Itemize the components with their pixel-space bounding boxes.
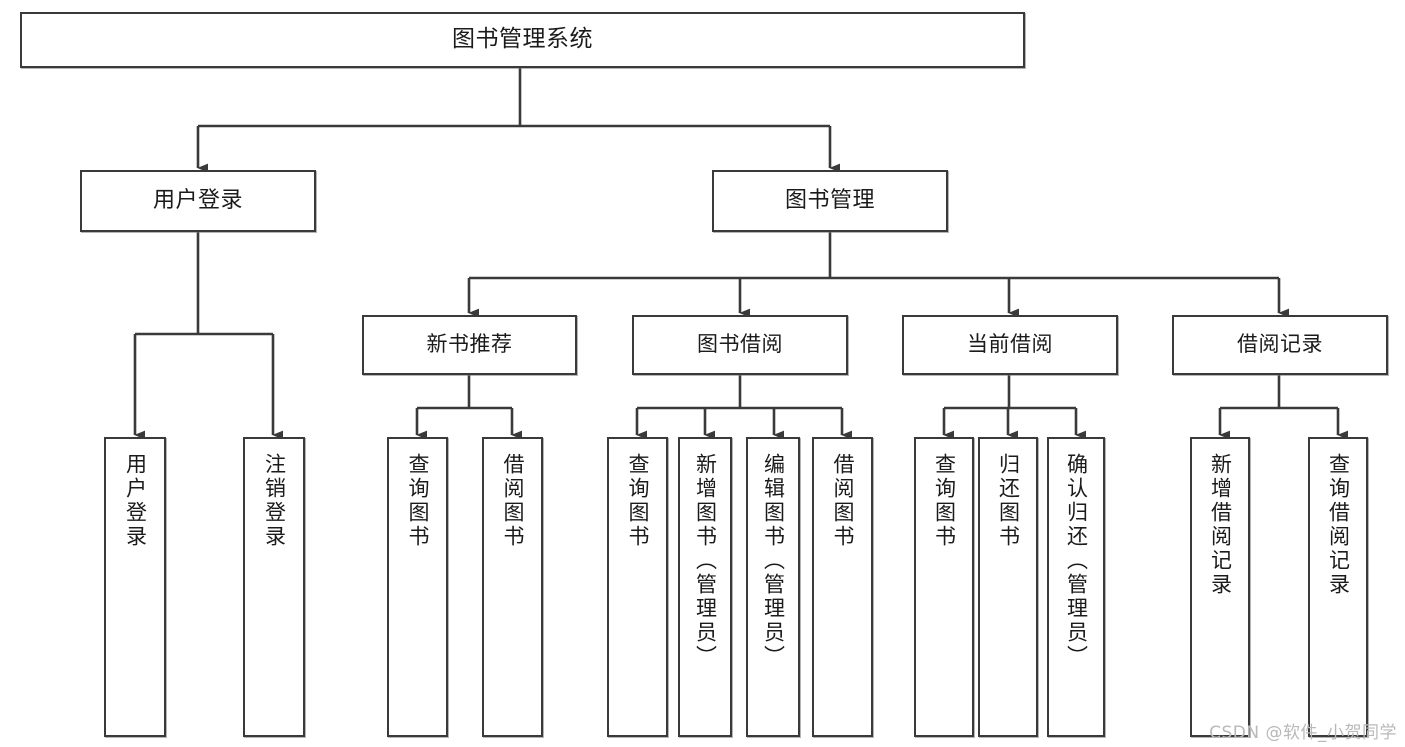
leaf-current-borrow-query-book[interactable]: 查询图书	[914, 437, 974, 737]
leaf-new-book-borrow-book[interactable]: 借阅图书	[482, 437, 543, 737]
node-label: 注销登录	[262, 453, 287, 549]
node-label: 新增借阅记录	[1208, 453, 1233, 597]
leaf-current-borrow-confirm-return-admin[interactable]: 确认归还（管理员）	[1047, 437, 1105, 737]
leaf-user-login-logout[interactable]: 注销登录	[243, 437, 305, 737]
leaf-book-borrow-add-book-admin[interactable]: 新增图书（管理员）	[678, 437, 732, 737]
node-label: 图书管理系统	[452, 26, 593, 53]
node-label: 归还图书	[996, 453, 1021, 549]
node-label: 图书管理	[784, 187, 875, 213]
leaf-book-borrow-query-book[interactable]: 查询图书	[607, 437, 668, 737]
node-label: 当前借阅	[967, 332, 1053, 357]
node-label: 新书推荐	[426, 332, 513, 357]
leaf-book-borrow-borrow-book[interactable]: 借阅图书	[812, 437, 873, 737]
leaf-book-borrow-edit-book-admin[interactable]: 编辑图书（管理员）	[746, 437, 800, 737]
node-label: 查询图书	[932, 453, 957, 549]
node-current-borrow[interactable]: 当前借阅	[902, 315, 1118, 375]
node-label: 借阅图书	[501, 453, 525, 549]
node-book-borrow[interactable]: 图书借阅	[632, 315, 848, 375]
leaf-current-borrow-return-book[interactable]: 归还图书	[978, 437, 1038, 737]
node-user-login[interactable]: 用户登录	[80, 170, 316, 232]
csdn-watermark: CSDN @软件_小贺同学	[1209, 723, 1397, 743]
node-label: 用户登录	[123, 453, 148, 549]
node-label: 编辑图书（管理员）	[761, 453, 786, 669]
node-label: 查询图书	[406, 453, 430, 549]
node-label: 借阅图书	[831, 453, 855, 549]
leaf-borrow-record-query-record[interactable]: 查询借阅记录	[1308, 437, 1368, 737]
node-label: 查询借阅记录	[1326, 453, 1351, 597]
node-label: 图书借阅	[697, 332, 783, 357]
node-label: 查询图书	[626, 453, 650, 549]
leaf-new-book-query-book[interactable]: 查询图书	[387, 437, 448, 737]
node-borrow-record[interactable]: 借阅记录	[1172, 315, 1388, 375]
node-label: 确认归还（管理员）	[1064, 453, 1089, 669]
node-book-management[interactable]: 图书管理	[712, 170, 948, 232]
leaf-borrow-record-add-record[interactable]: 新增借阅记录	[1190, 437, 1250, 737]
node-root-book-management-system[interactable]: 图书管理系统	[20, 12, 1025, 68]
node-new-book-recommend[interactable]: 新书推荐	[362, 315, 577, 375]
node-label: 借阅记录	[1237, 332, 1323, 357]
node-label: 用户登录	[152, 187, 243, 213]
leaf-user-login-login[interactable]: 用户登录	[104, 437, 166, 737]
node-label: 新增图书（管理员）	[693, 453, 718, 669]
